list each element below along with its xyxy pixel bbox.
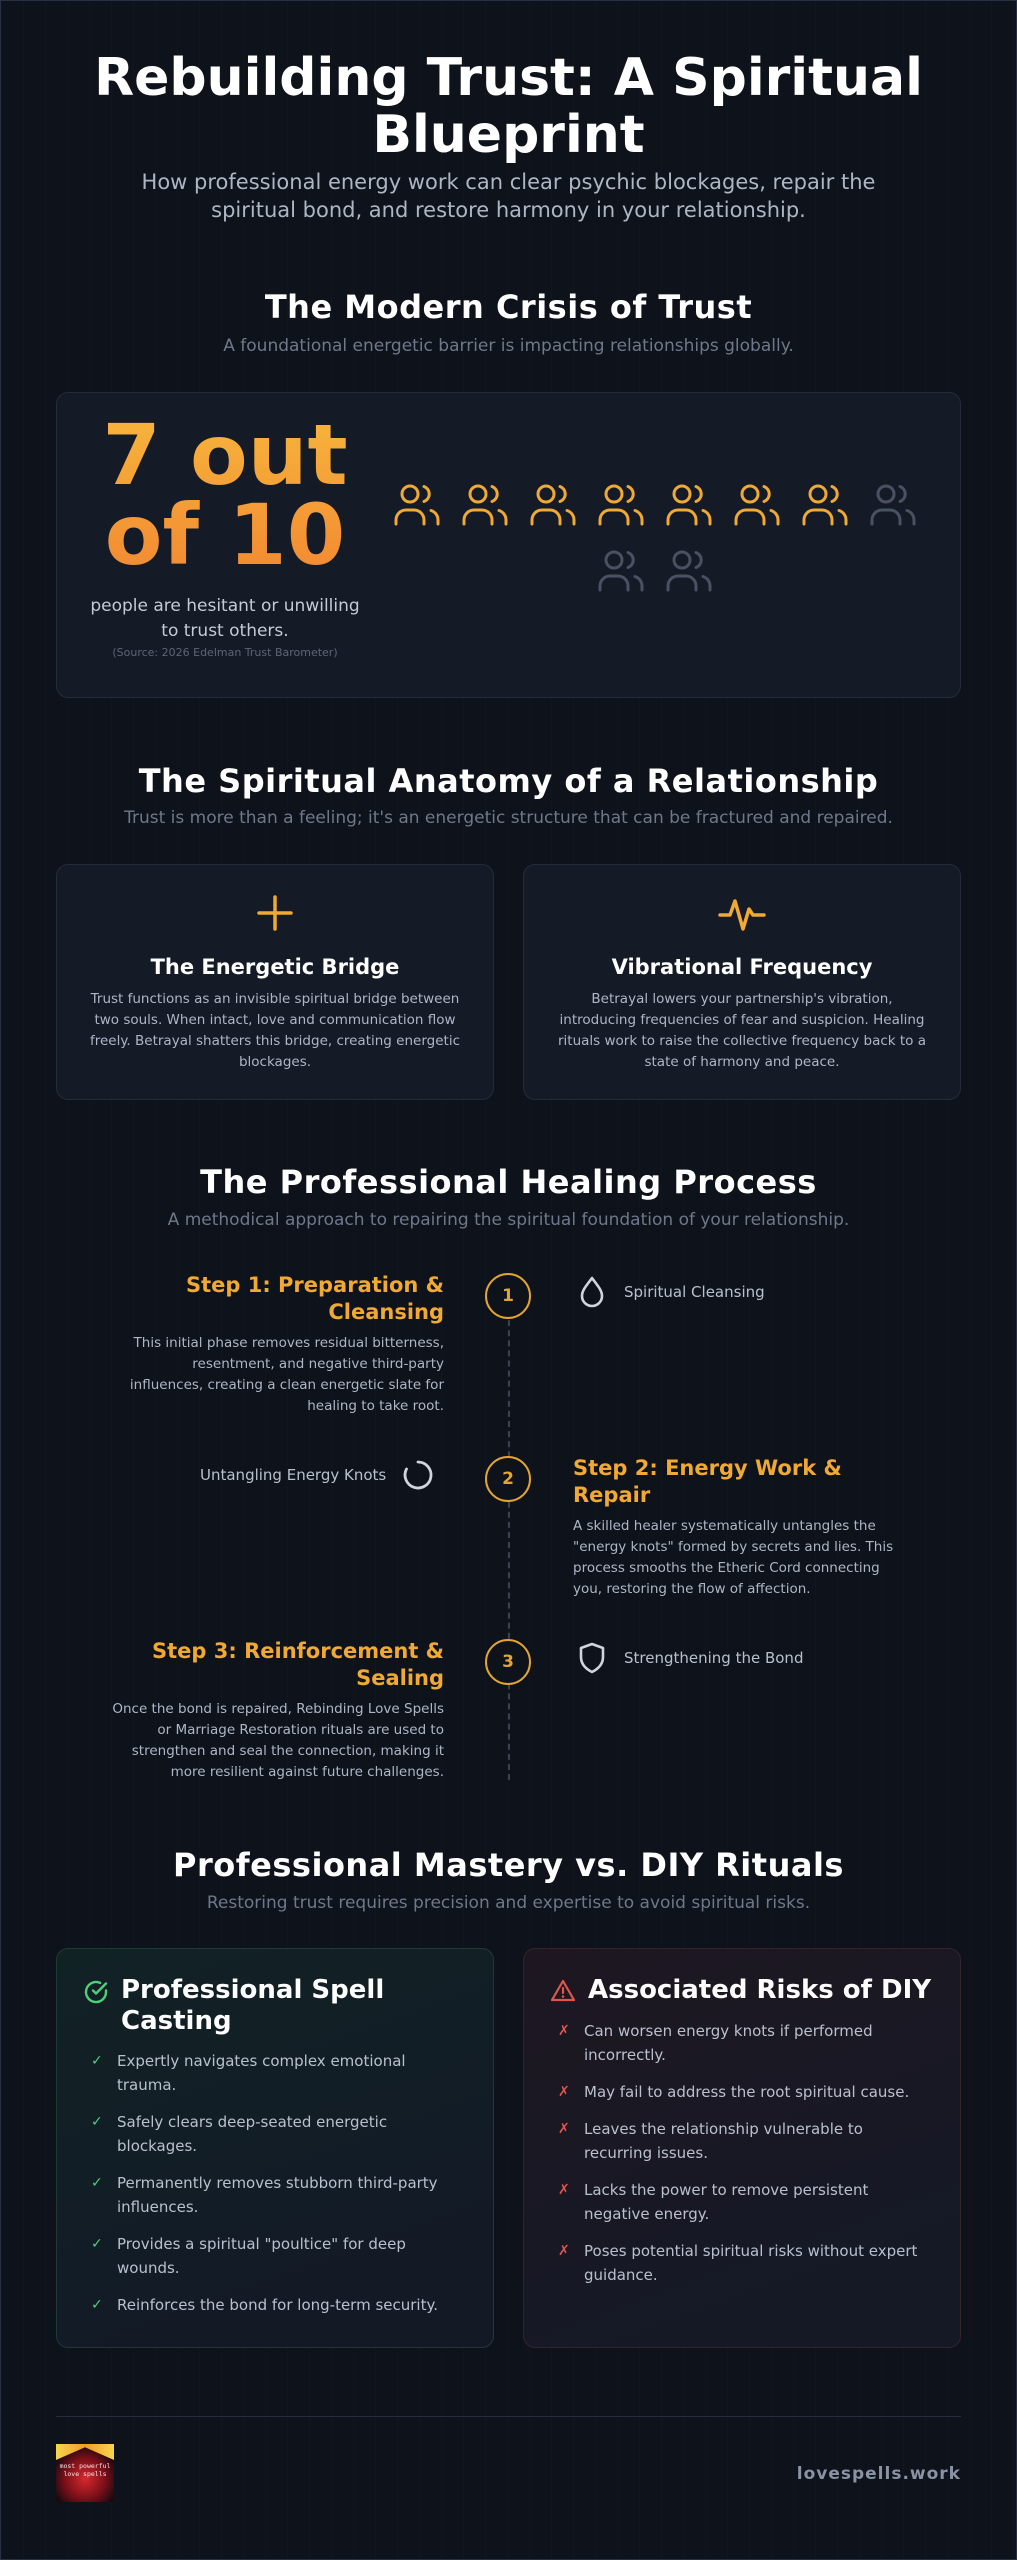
- stat-number-line1: 7 out: [102, 406, 348, 504]
- check-icon: ✓: [91, 2053, 103, 2069]
- step-text: Once the bond is repaired, Rebinding Lov…: [112, 1701, 444, 1780]
- logo-ribbon: [56, 2444, 114, 2460]
- anatomy-card-text: Trust functions as an invisible spiritua…: [90, 991, 460, 1070]
- pro-card-header: Professional Spell Casting: [83, 1975, 421, 2037]
- step-side-label: Untangling Energy Knots: [200, 1466, 387, 1484]
- stat-card: [56, 392, 961, 698]
- users-icon-inactive: [867, 480, 919, 530]
- process-title: The Professional Healing Process: [200, 1163, 817, 1201]
- step-text: A skilled healer systematically untangle…: [573, 1518, 894, 1597]
- list-item: ✗Can worsen energy knots if performed in…: [558, 2019, 928, 2067]
- page-title: Rebuilding Trust: A Spiritual Blueprint: [94, 48, 923, 165]
- anatomy-title: The Spiritual Anatomy of a Relationship: [138, 762, 879, 800]
- step-side-item: Untangling Energy Knots: [200, 1457, 436, 1493]
- list-item: ✗Poses potential spiritual risks without…: [558, 2239, 928, 2287]
- page-subtitle: How professional energy work can clear p…: [141, 170, 876, 222]
- stat-description: people are hesitant or unwilling to trus…: [90, 596, 360, 641]
- users-icon-active: [731, 480, 783, 530]
- pulse-icon: [524, 893, 960, 939]
- site-logo[interactable]: most powerful love spells: [56, 2444, 114, 2502]
- diy-card-header: Associated Risks of DIY: [550, 1975, 948, 2008]
- x-icon: ✗: [558, 2084, 570, 2100]
- x-icon: ✗: [558, 2023, 570, 2039]
- users-icon-active: [799, 480, 851, 530]
- stat-source: (Source: 2026 Edelman Trust Barometer): [112, 646, 338, 659]
- step-side-label: Strengthening the Bond: [624, 1649, 804, 1667]
- list-item: ✓Safely clears deep-seated energetic blo…: [91, 2110, 461, 2158]
- step-number: 1: [485, 1273, 531, 1319]
- droplet-icon: [574, 1274, 610, 1310]
- logo-text: most powerful love spells: [59, 2462, 111, 2478]
- loader-icon: [400, 1457, 436, 1493]
- step-title: Step 1: Preparation & Cleansing: [185, 1273, 444, 1324]
- people-row: [385, 546, 925, 596]
- footer-divider: [56, 2416, 961, 2417]
- check-circle-icon: [83, 1979, 109, 2009]
- pro-list: ✓Expertly navigates complex emotional tr…: [91, 2049, 461, 2330]
- step-side-item: Spiritual Cleansing: [574, 1274, 765, 1310]
- crisis-title: The Modern Crisis of Trust: [264, 288, 753, 326]
- anatomy-card-frequency: Vibrational Frequency Betrayal lowers yo…: [523, 864, 961, 1100]
- anatomy-card-title: Vibrational Frequency: [611, 955, 873, 979]
- x-icon: ✗: [558, 2121, 570, 2137]
- anatomy-card-bridge: The Energetic Bridge Trust functions as …: [56, 864, 494, 1100]
- people-pictogram: [385, 480, 925, 612]
- shield-icon: [574, 1640, 610, 1676]
- warning-triangle-icon: [550, 1978, 576, 2008]
- list-item: ✓Reinforces the bond for long-term secur…: [91, 2293, 461, 2317]
- step-title: Step 2: Energy Work & Repair: [573, 1456, 842, 1507]
- users-icon-active: [527, 480, 579, 530]
- process-subtitle: A methodical approach to repairing the s…: [167, 1210, 850, 1230]
- step-title: Step 3: Reinforcement & Sealing: [152, 1639, 444, 1690]
- step-text: This initial phase removes residual bitt…: [129, 1335, 444, 1414]
- users-icon-active: [595, 480, 647, 530]
- comparison-subtitle: Restoring trust requires precision and e…: [206, 1893, 811, 1913]
- users-icon-active: [459, 480, 511, 530]
- list-item: ✓Provides a spiritual "poultice" for dee…: [91, 2232, 461, 2280]
- list-item: ✓Permanently removes stubborn third-part…: [91, 2171, 461, 2219]
- check-icon: ✓: [91, 2236, 103, 2252]
- diy-card-title: Associated Risks of DIY: [588, 1975, 932, 2005]
- check-icon: ✓: [91, 2297, 103, 2313]
- stat-number: 7 out of 10: [60, 415, 390, 575]
- step-number: 2: [485, 1456, 531, 1502]
- timeline-line: [508, 1300, 510, 1780]
- comparison-title: Professional Mastery vs. DIY Rituals: [173, 1846, 844, 1884]
- list-item: ✗May fail to address the root spiritual …: [558, 2080, 928, 2104]
- users-icon-active: [391, 480, 443, 530]
- step-side-item: Strengthening the Bond: [574, 1640, 803, 1676]
- users-icon-inactive: [595, 546, 647, 596]
- site-domain-link[interactable]: lovespells.work: [796, 2464, 961, 2484]
- step-number: 3: [485, 1639, 531, 1685]
- check-icon: ✓: [91, 2114, 103, 2130]
- list-item: ✗Lacks the power to remove persistent ne…: [558, 2178, 928, 2226]
- x-icon: ✗: [558, 2182, 570, 2198]
- users-icon-inactive: [663, 546, 715, 596]
- people-row: [385, 480, 925, 530]
- plus-icon: [57, 893, 493, 937]
- users-icon-active: [663, 480, 715, 530]
- anatomy-card-text: Betrayal lowers your partnership's vibra…: [558, 991, 926, 1070]
- anatomy-card-title: The Energetic Bridge: [150, 955, 400, 979]
- x-icon: ✗: [558, 2243, 570, 2259]
- list-item: ✗Leaves the relationship vulnerable to r…: [558, 2117, 928, 2165]
- stat-number-line2: of 10: [104, 486, 346, 584]
- list-item: ✓Expertly navigates complex emotional tr…: [91, 2049, 461, 2097]
- crisis-subtitle: A foundational energetic barrier is impa…: [223, 336, 794, 356]
- pro-card: Professional Spell Casting ✓Expertly nav…: [56, 1948, 494, 2348]
- diy-card: Associated Risks of DIY ✗Can worsen ener…: [523, 1948, 961, 2348]
- diy-list: ✗Can worsen energy knots if performed in…: [558, 2019, 928, 2300]
- pro-card-title: Professional Spell Casting: [121, 1975, 385, 2036]
- anatomy-subtitle: Trust is more than a feeling; it's an en…: [124, 808, 893, 828]
- check-icon: ✓: [91, 2175, 103, 2191]
- step-side-label: Spiritual Cleansing: [624, 1283, 765, 1301]
